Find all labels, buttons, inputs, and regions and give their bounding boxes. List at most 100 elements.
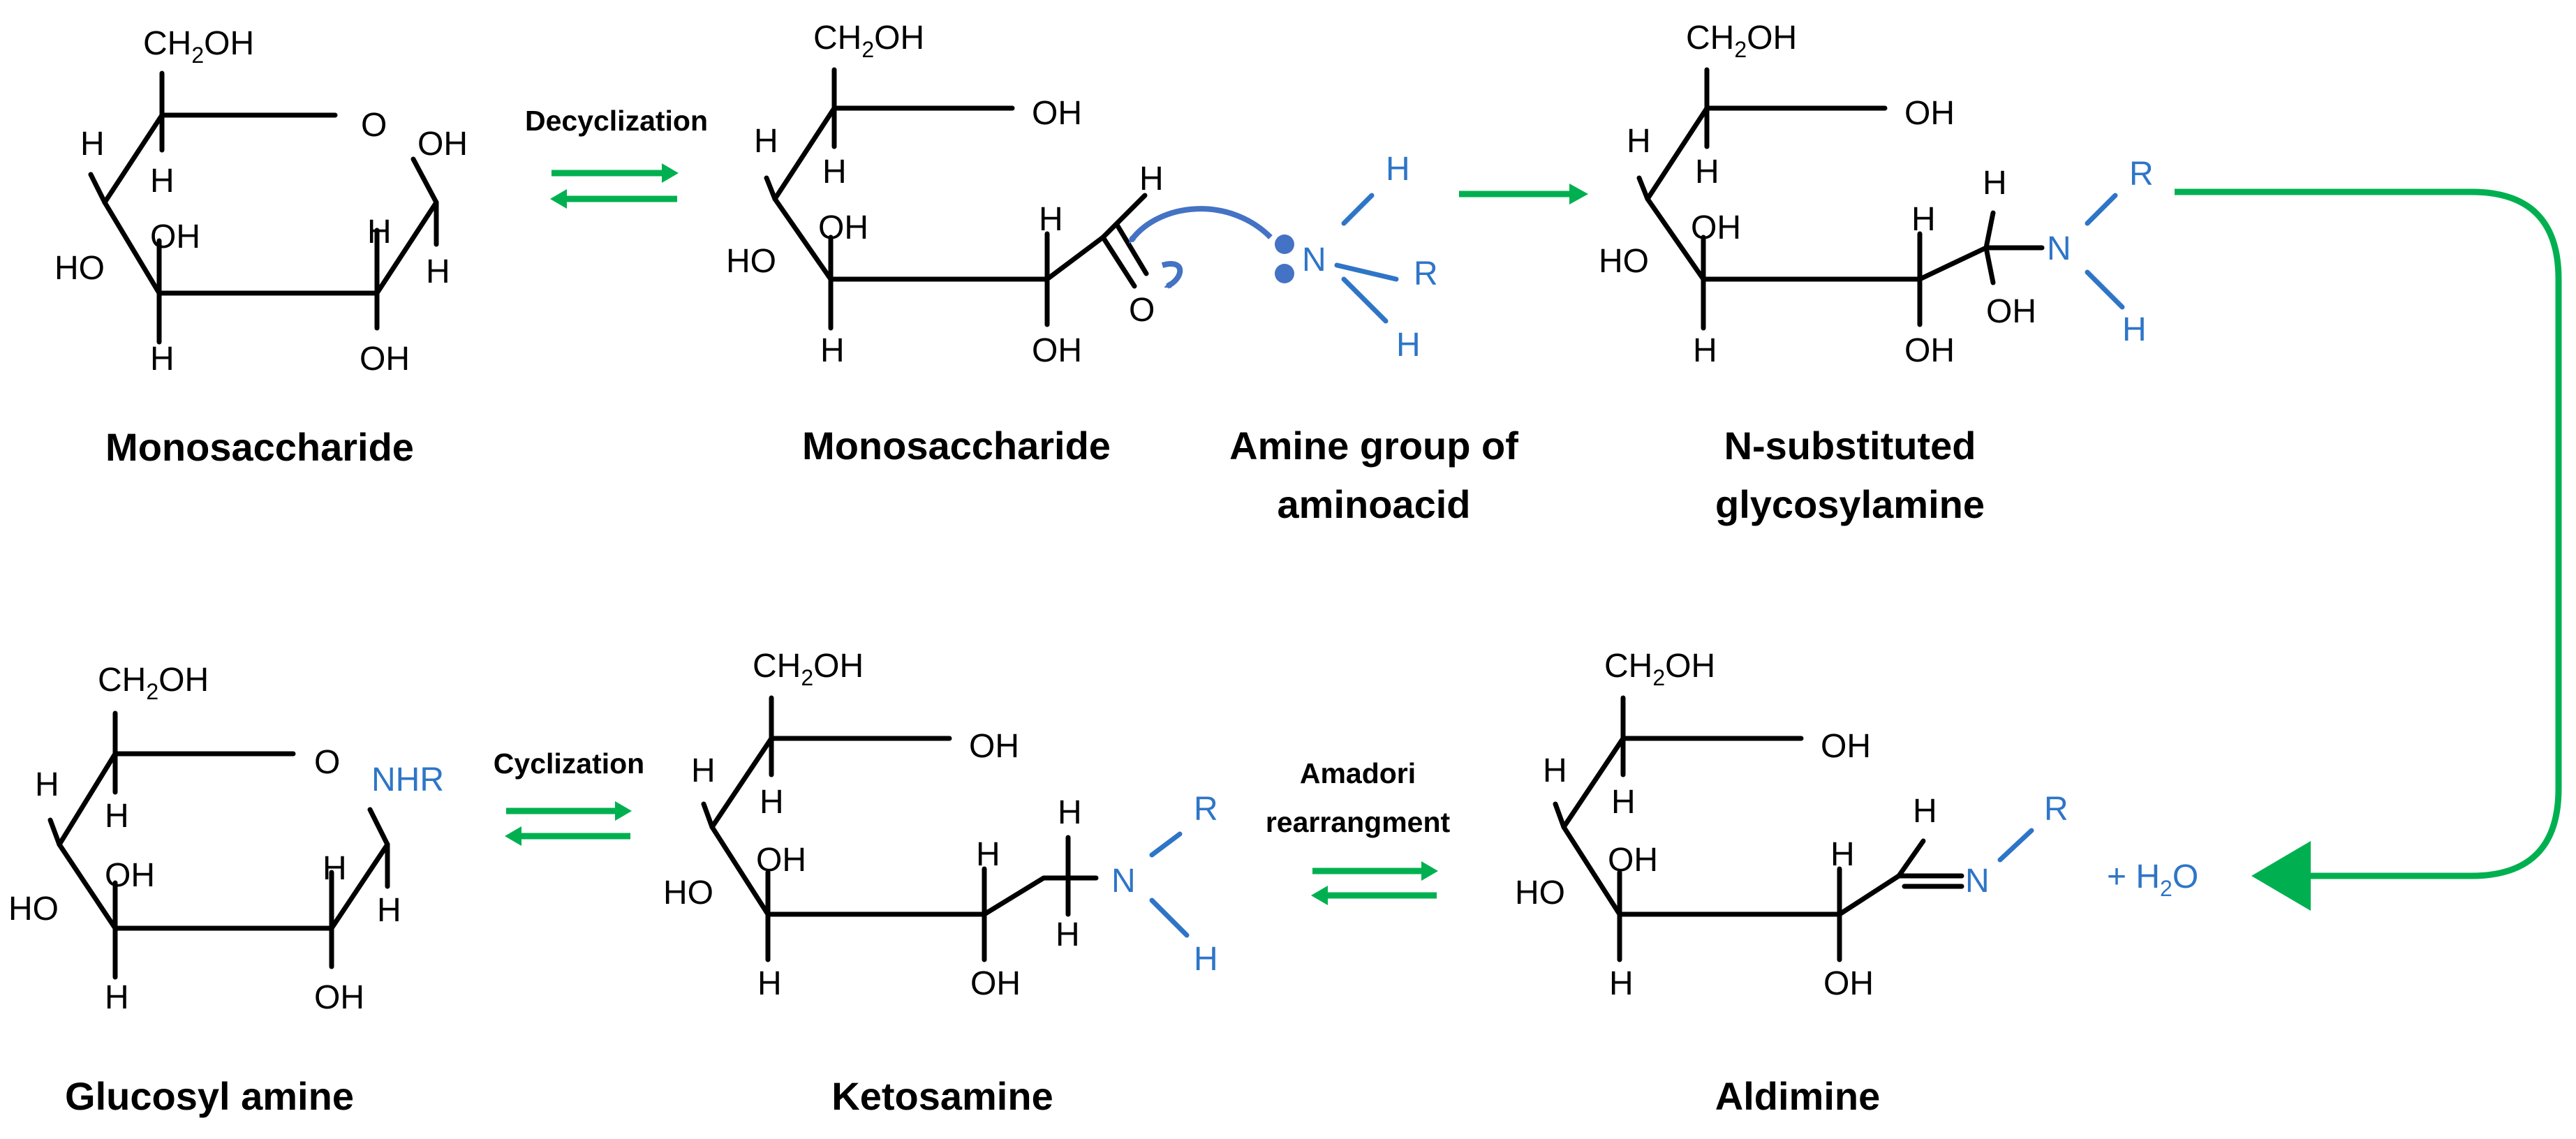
svg-text:H: H <box>1695 154 1719 191</box>
svg-text:H: H <box>35 766 59 803</box>
svg-text:OH: OH <box>756 842 806 879</box>
svg-text:H: H <box>1194 941 1218 978</box>
svg-text:H: H <box>691 752 716 789</box>
nhr-group: NHR <box>371 761 444 798</box>
svg-text:H: H <box>1693 332 1717 369</box>
svg-text:HO: HO <box>663 874 713 911</box>
svg-text:H: H <box>1609 965 1634 1002</box>
label-amadori: Amadori <box>1300 757 1416 789</box>
water-byproduct: + H2O <box>2107 858 2198 901</box>
svg-text:OH: OH <box>1821 728 1871 765</box>
svg-text:OH: OH <box>1691 209 1741 246</box>
svg-text:H: H <box>976 836 1000 873</box>
equilibrium-arrow-cyclization: Cyclization <box>494 747 644 846</box>
equilibrium-arrow-amadori: Amadori rearrangment <box>1266 757 1451 905</box>
svg-text:H: H <box>1913 793 1937 830</box>
svg-text:OH: OH <box>1904 95 1955 132</box>
svg-text:R: R <box>2044 791 2068 828</box>
forward-arrow <box>1459 184 1588 204</box>
nucleophilic-attack-arrow <box>1128 206 1273 244</box>
ch2oh-ch: CH <box>143 25 191 62</box>
label-amine-group-1: Amine group of <box>1229 424 1518 468</box>
svg-text:H: H <box>1830 836 1855 873</box>
label-glucosyl-amine: Glucosyl amine <box>65 1074 354 1118</box>
aldimine: CH2OH OH H H HO OH H H OH H N R Aldimine <box>1515 648 2068 1118</box>
svg-text:OH: OH <box>1904 332 1955 369</box>
svg-text:HO: HO <box>8 891 59 928</box>
svg-text:H: H <box>105 798 129 835</box>
svg-text:H: H <box>1056 916 1080 953</box>
svg-text:R: R <box>1414 255 1438 292</box>
svg-text:H: H <box>760 784 784 821</box>
svg-text:H: H <box>820 332 845 369</box>
svg-text:H: H <box>754 123 778 160</box>
glucosyl-amine: CH2OH O NHR H H HO OH H H OH H Glucosyl … <box>8 662 444 1118</box>
svg-text:CH2OH: CH2OH <box>143 25 254 68</box>
ring-oxygen: O <box>361 107 387 144</box>
amine-group: N H R H Amine group of aminoacid <box>1128 151 1518 526</box>
svg-text:O: O <box>1129 292 1155 329</box>
svg-text:H: H <box>1627 123 1651 160</box>
ketosamine: CH2OH OH H H HO OH H H OH H H N R H Keto… <box>663 648 1218 1118</box>
label-n-substituted-2: glycosylamine <box>1715 482 1985 526</box>
label-aldimine: Aldimine <box>1715 1074 1880 1118</box>
label-ketosamine: Ketosamine <box>831 1074 1053 1118</box>
svg-text:OH: OH <box>970 965 1021 1002</box>
svg-text:H: H <box>80 126 105 163</box>
amine-nitrogen: N <box>1302 241 1326 278</box>
svg-text:H: H <box>150 341 175 378</box>
label-decyclization: Decyclization <box>525 105 708 137</box>
lone-pair-dot <box>1275 234 1294 254</box>
svg-text:R: R <box>1194 791 1218 828</box>
svg-text:HO: HO <box>54 250 105 287</box>
svg-text:OH: OH <box>969 728 1019 765</box>
svg-text:CH2OH: CH2OH <box>1686 20 1797 62</box>
svg-text:OH: OH <box>150 218 200 255</box>
svg-text:H: H <box>822 154 847 191</box>
electron-push-arrow <box>1161 261 1183 289</box>
svg-text:CH2OH: CH2OH <box>98 662 209 704</box>
svg-text:OH: OH <box>417 126 468 163</box>
monosaccharide-open-chain: CH2OH OH H H HO OH H H OH H O Monosaccha… <box>726 20 1183 468</box>
curved-reaction-arrow <box>2175 188 2562 911</box>
svg-text:H: H <box>426 253 450 290</box>
svg-text:OH: OH <box>1032 95 1082 132</box>
n-substituted-glycosylamine: CH2OH OH H H HO OH H H OH H OH N R H N-s… <box>1599 20 2154 526</box>
svg-text:H: H <box>377 892 401 929</box>
svg-text:H: H <box>2122 311 2147 348</box>
svg-text:H: H <box>150 163 175 200</box>
svg-text:OH: OH <box>1032 332 1082 369</box>
svg-text:N: N <box>1111 863 1136 900</box>
svg-text:OH: OH <box>314 979 364 1016</box>
svg-text:H: H <box>1058 794 1082 831</box>
svg-text:H: H <box>1611 784 1636 821</box>
svg-text:CH2OH: CH2OH <box>813 20 924 62</box>
svg-text:R: R <box>2129 156 2154 193</box>
equilibrium-arrow-decyclization: Decyclization <box>525 105 708 209</box>
svg-text:OH: OH <box>1823 965 1874 1002</box>
svg-text:H: H <box>757 965 782 1002</box>
svg-text:H: H <box>1039 201 1063 238</box>
svg-text:HO: HO <box>1515 874 1565 911</box>
svg-text:OH: OH <box>360 341 410 378</box>
svg-text:H: H <box>1911 201 1936 238</box>
lone-pair-dot <box>1275 264 1294 283</box>
label-amine-group-2: aminoacid <box>1278 482 1471 526</box>
monosaccharide-cyclic: CH2OH O OH H H HO OH H H OH H Monosaccha… <box>54 25 468 469</box>
svg-text:H: H <box>1386 151 1410 188</box>
svg-text:O: O <box>314 744 340 781</box>
label-monosaccharide-2: Monosaccharide <box>802 424 1111 468</box>
svg-text:H: H <box>1139 161 1164 198</box>
svg-text:H: H <box>105 979 129 1016</box>
label-cyclization: Cyclization <box>494 747 644 780</box>
svg-text:CH2OH: CH2OH <box>753 648 864 690</box>
svg-text:N: N <box>1965 863 1990 900</box>
svg-text:HO: HO <box>1599 243 1649 280</box>
svg-text:N: N <box>2047 230 2071 267</box>
svg-text:H: H <box>1983 165 2007 202</box>
svg-text:OH: OH <box>105 857 155 894</box>
svg-text:OH: OH <box>818 209 868 246</box>
label-rearrangment: rearrangment <box>1266 806 1451 838</box>
svg-text:HO: HO <box>726 243 776 280</box>
